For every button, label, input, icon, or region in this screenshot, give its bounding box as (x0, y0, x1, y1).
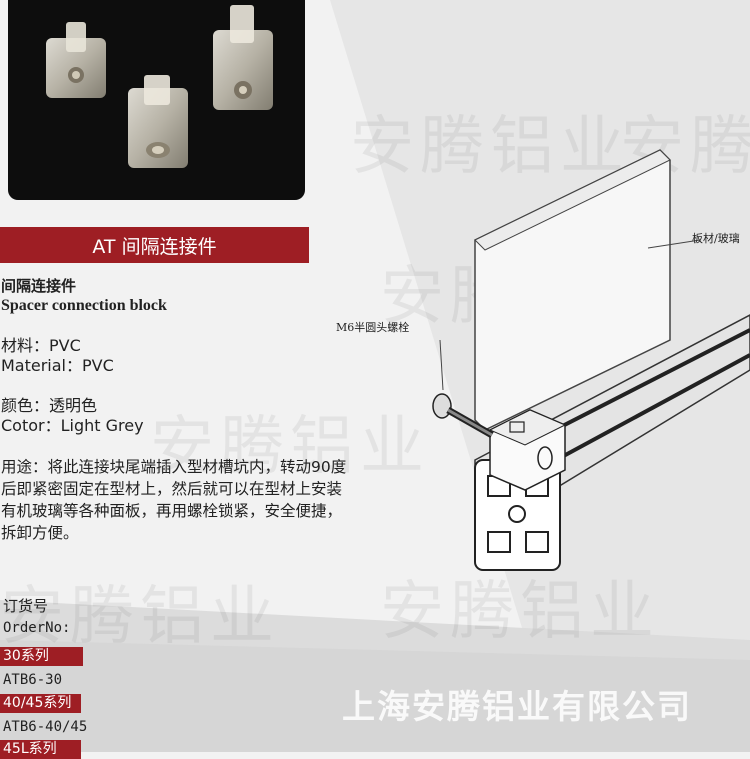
title-banner: AT 间隔连接件 (0, 227, 309, 263)
installation-diagram (432, 149, 750, 571)
usage-line: 拆卸方便。 (1, 524, 79, 542)
spacer-block (46, 22, 106, 98)
spacer-block (213, 5, 273, 110)
product-name-cn: 间隔连接件 (1, 277, 77, 295)
spacer-block (128, 75, 188, 168)
material-cn: 材料：PVC (1, 336, 81, 355)
color-cn: 颜色：透明色 (1, 396, 98, 415)
product-photo (8, 0, 305, 200)
order-label-en: OrderNo: (3, 620, 71, 636)
bolt (432, 393, 494, 439)
callout-bolt: M6半圆头螺栓 (336, 321, 410, 334)
order-code-30: ATB6-30 (3, 672, 63, 688)
watermark: 安腾铝业 (380, 575, 660, 649)
usage-description: 用途：将此连接块尾端插入型材槽坑内，转动90度 后即紧密固定在型材上，然后就可以… (1, 456, 373, 544)
series-tag-45l: 45L系列 (0, 740, 81, 759)
leader-line (439, 339, 444, 391)
leader-line (647, 239, 701, 249)
glass-panel (474, 149, 671, 431)
order-label-cn: 订货号 (3, 597, 49, 615)
product-name-en: Spacer connection block (1, 297, 167, 314)
spacer-block-diagram (488, 409, 567, 491)
usage-line: 用途：将此连接块尾端插入型材槽坑内，转动90度 (1, 458, 347, 476)
color-en: Cotor：Light Grey (1, 416, 144, 435)
callout-panel: 板材/玻璃 (692, 232, 740, 245)
series-tag-30: 30系列 (0, 647, 83, 666)
watermark: 安腾铝业 (350, 110, 630, 184)
watermark: 安腾铝业 (0, 580, 280, 654)
order-code-40-45: ATB6-40/45 (3, 719, 88, 735)
watermark: 安腾铝业 (150, 410, 430, 484)
series-tag-40-45: 40/45系列 (0, 694, 81, 713)
spacer-blocks-image (46, 5, 273, 168)
usage-line: 后即紧密固定在型材上，然后就可以在型材上安装 (1, 480, 343, 498)
material-en: Material：PVC (1, 356, 114, 375)
company-name: 上海安腾铝业有限公司 (342, 687, 692, 726)
usage-line: 有机玻璃等各种面板，再用螺栓锁紧，安全便捷， (1, 502, 343, 520)
